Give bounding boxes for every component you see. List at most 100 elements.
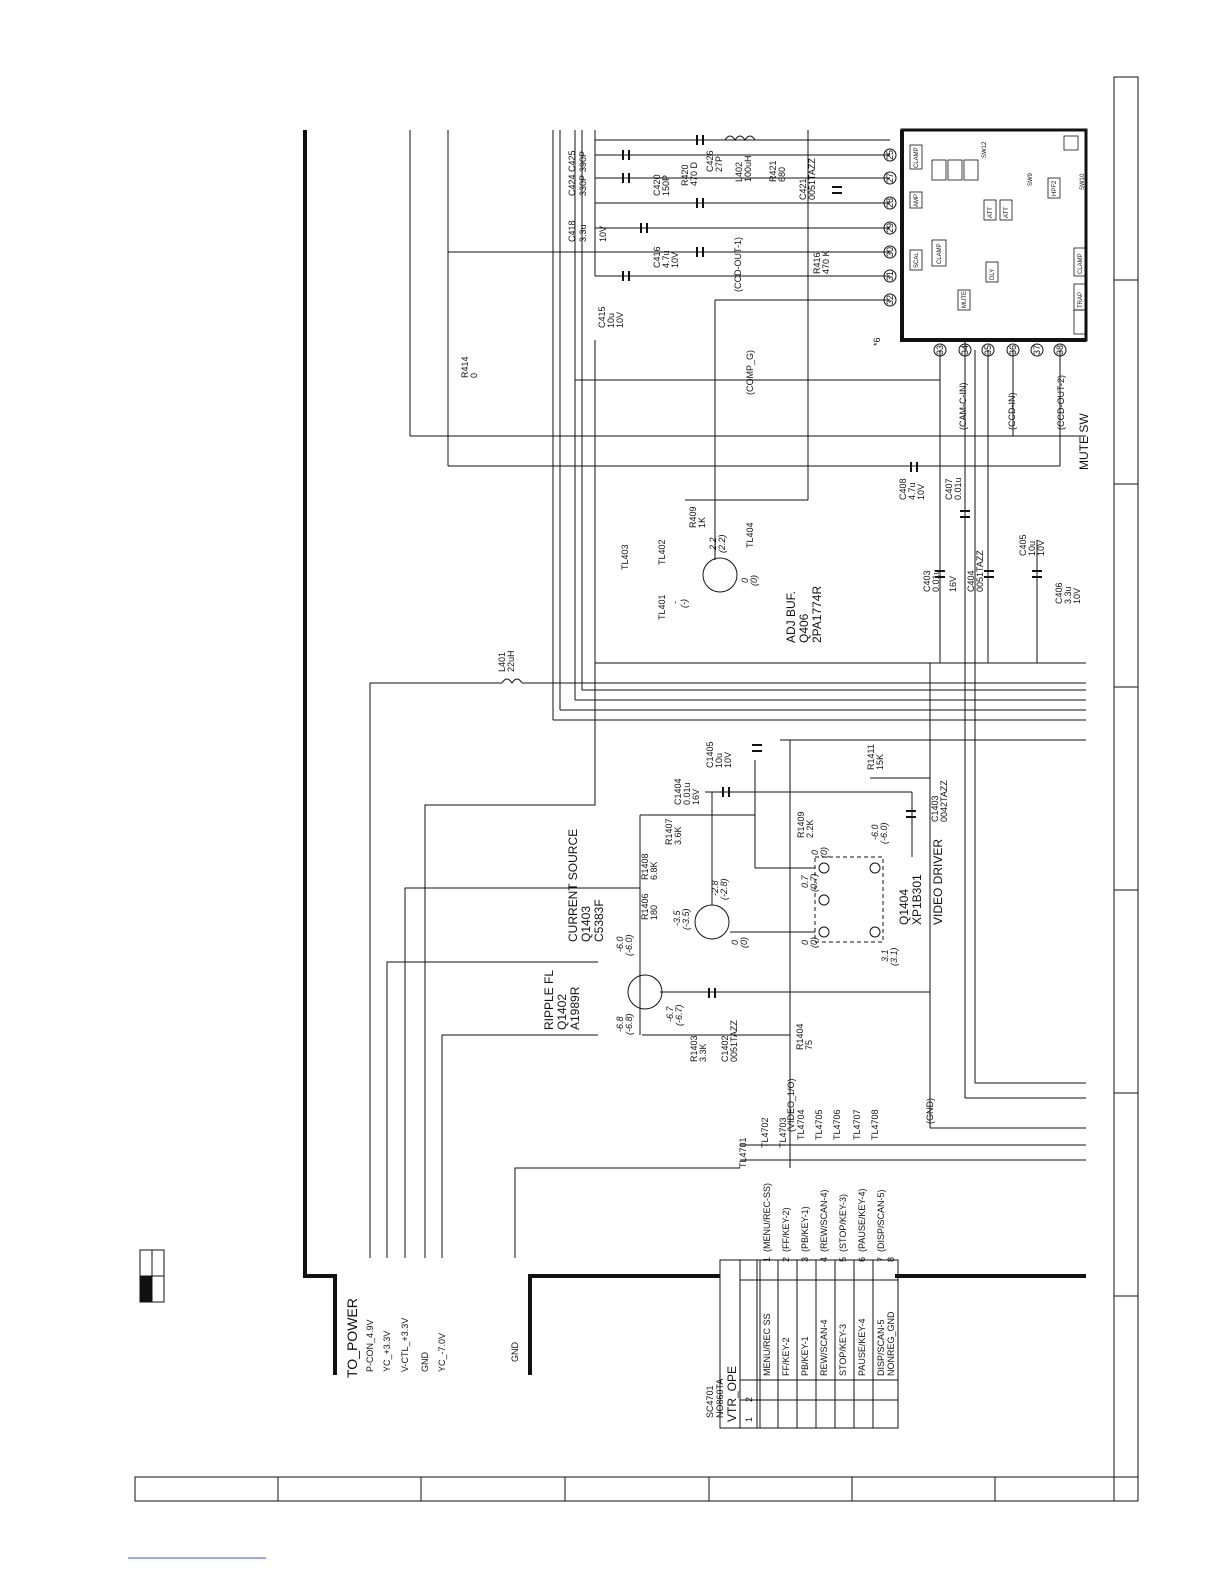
q406-transistor: [702, 557, 738, 593]
star-marker: *6: [872, 337, 882, 346]
vtr-pin-signal: (STOP/KEY-3): [838, 1193, 848, 1252]
power-line-2: YC_+3.3V: [382, 1330, 392, 1372]
c415-volt: 10V: [615, 311, 625, 328]
vtr-pin-signal: (DISP/SCAN-5): [876, 1189, 886, 1252]
ic-block-hpf2: HPF2: [1052, 180, 1058, 196]
c421-val: 0051TAZZ: [807, 158, 817, 200]
c425-val: 390P: [578, 150, 588, 172]
c408-volt: 10V: [916, 483, 926, 500]
r420-val: 470 D: [689, 161, 699, 186]
c418-volt: 10V: [598, 225, 608, 242]
vtr-pin-signal: (PAUSE/KEY-4): [857, 1188, 867, 1252]
gnd-label: GND: [510, 1342, 520, 1362]
vtr-ref: SC4701: [705, 1385, 715, 1418]
q1404-package: [814, 856, 884, 943]
c403-val: 0.01u: [931, 569, 941, 592]
video-v3b: (0.7): [809, 873, 819, 892]
current-v4b: (0): [739, 937, 749, 948]
video-v4b: (0): [819, 847, 829, 858]
c418-ref: C418: [567, 220, 577, 242]
ic-block-mute: MUTE: [962, 291, 968, 308]
ic-pin-31: 31: [885, 270, 895, 281]
ic-pin-27: 27: [885, 172, 895, 183]
net-gnd: (GND): [925, 1098, 935, 1124]
r1407-val: 3.6K: [673, 826, 683, 845]
q1402-transistor: [627, 974, 663, 1010]
adj-part: 2PA1774R: [810, 585, 824, 643]
tl4701: TL4701: [738, 1137, 748, 1168]
ic-block-trap: TRAP: [1078, 291, 1084, 308]
vtr-pin-label: MENU/REC SS: [762, 1313, 772, 1376]
r1406-val: 180: [649, 904, 659, 920]
c1405-volt: 10V: [723, 751, 733, 768]
vtr-pin-num-right: 3: [800, 1256, 810, 1262]
c418-val: 3.3u: [578, 224, 588, 242]
vtr-pin-label: REW/SCAN-4: [819, 1319, 829, 1376]
r409-val: 1K: [697, 516, 707, 528]
legend-box: [139, 1249, 165, 1303]
vtr-pin-label: DISP/SCAN-5: [876, 1319, 886, 1376]
ic-pin-25: 25: [885, 149, 895, 160]
adj-v2b: (0): [749, 575, 759, 586]
ic-outline: [900, 128, 1088, 342]
vtr-pin-signal: (REW/SCAN-4): [819, 1189, 829, 1253]
ic-block-amp: AMP: [914, 193, 920, 207]
ic-pin-33: 33: [935, 344, 945, 355]
net-ccd-out-1: (CCD-OUT-1): [733, 237, 743, 292]
current-v3b: (-2.8): [719, 878, 729, 900]
ic-pin-34: 34: [960, 344, 970, 355]
r416-val: 470 K: [821, 250, 831, 274]
vtr-pin-num-right: 8: [886, 1256, 896, 1262]
c405-volt: 10V: [1036, 539, 1046, 556]
vtr-pin-num: 2: [744, 1396, 754, 1402]
ic-block-sw10: SW10: [1080, 173, 1086, 190]
vtr-pin-label: FF/KEY-2: [781, 1337, 791, 1376]
ic-inner-blocks: [909, 135, 1087, 335]
bus-rails: [409, 130, 1086, 1161]
ic-block-sw9: SW9: [1028, 172, 1034, 186]
current-v1b: (-6.0): [624, 934, 634, 956]
adj-v1b: (2.2): [717, 534, 727, 553]
vtr-pin-num: 1: [744, 1416, 754, 1422]
vtr-pin-signal: (PB/KEY-1): [800, 1206, 810, 1252]
ic-block-sw12: SW12: [982, 141, 988, 158]
tl401: TL401: [657, 594, 667, 620]
ic-pin-37: 37: [1032, 344, 1042, 355]
r1409-val: 2.2K: [805, 819, 815, 838]
c403-volt: 16V: [948, 575, 958, 592]
tl402: TL402: [657, 539, 667, 565]
frame-bottom-strip: [134, 1476, 1139, 1502]
vtr-pin-num-right: 5: [838, 1256, 848, 1262]
vtr-pin-num-right: 2: [781, 1256, 791, 1262]
tl4707: TL4707: [852, 1109, 862, 1140]
vtr-pin-label: PAUSE/KEY-4: [857, 1318, 867, 1376]
ic-block-clamp-3: CLAMP: [1078, 253, 1084, 274]
tl4705: TL4705: [814, 1109, 824, 1140]
r1411-val: 15K: [875, 753, 885, 770]
frame-right-strip: [1113, 76, 1139, 1502]
vtr-pin-num-right: 1: [762, 1256, 772, 1262]
power-line-3: V-CTL_+3.3V: [400, 1317, 410, 1372]
c1402-val: 0051TAZZ: [729, 1020, 739, 1062]
vtr-pin-num-right: 7: [876, 1256, 886, 1262]
tl403: TL403: [620, 544, 630, 570]
net-ccd-out-2: (CCD-OUT-2): [1056, 375, 1066, 430]
ic-pin-28: 28: [885, 197, 895, 208]
vtr-pin-num-right: 6: [857, 1256, 867, 1262]
l402-val: 100uH: [743, 155, 753, 182]
ripple-v1b: (-6.8): [624, 1013, 634, 1035]
video-driver-wires: [639, 760, 930, 1168]
power-line-4: GND: [420, 1352, 430, 1372]
ic-block-clamp-2: CLAMP: [937, 243, 943, 264]
q1404-pins: [818, 862, 881, 938]
video-title: VIDEO DRIVER: [931, 838, 945, 925]
net-cam-c-in: (CAM-C-IN): [958, 382, 968, 431]
tl404: TL404: [745, 522, 755, 548]
power-line-1: P-CON_4.9V: [365, 1319, 375, 1372]
power-wires: [369, 663, 1086, 1258]
ic-block-dly: DLY: [990, 268, 996, 280]
ic-pin-38: 38: [1055, 344, 1065, 355]
vtr-connector-box: [719, 1259, 899, 1429]
c424-val: 330P: [578, 174, 588, 196]
